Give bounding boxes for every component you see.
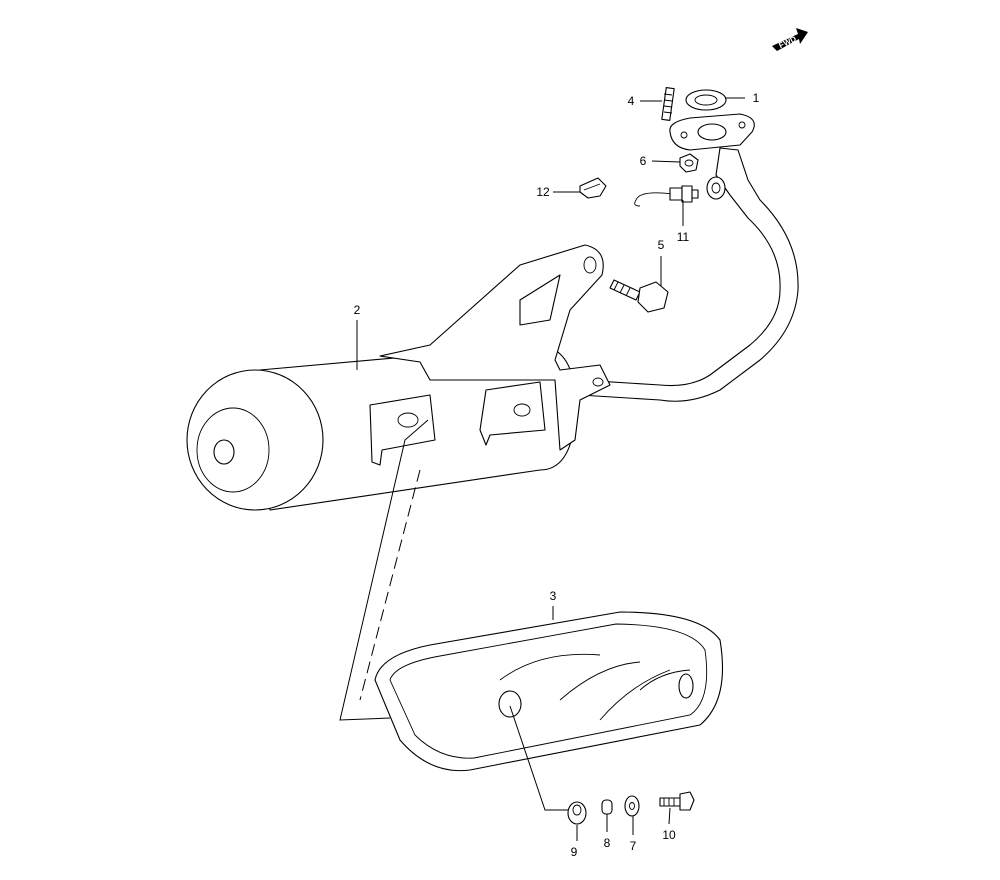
exhaust-pipe bbox=[579, 113, 799, 402]
callout-8: 8 bbox=[604, 836, 611, 850]
fwd-arrow-icon: FWD bbox=[772, 28, 808, 51]
fwd-label: FWD bbox=[777, 34, 798, 50]
callout-2: 2 bbox=[354, 303, 361, 317]
callout-5: 5 bbox=[658, 238, 665, 252]
callout-3: 3 bbox=[550, 589, 557, 603]
callout-12: 12 bbox=[536, 185, 550, 199]
part-nut bbox=[679, 153, 699, 173]
callout-7: 7 bbox=[630, 839, 637, 853]
callout-11: 11 bbox=[677, 230, 690, 244]
callout-10: 10 bbox=[662, 828, 676, 842]
part-bolt bbox=[609, 279, 669, 313]
part-gasket bbox=[685, 89, 727, 111]
part-clamp bbox=[579, 177, 607, 199]
callout-6: 6 bbox=[640, 154, 647, 168]
part-washer bbox=[624, 795, 640, 817]
callout-9: 9 bbox=[571, 845, 578, 859]
part-screw bbox=[659, 791, 695, 811]
part-sensor bbox=[634, 185, 699, 207]
part-grommet bbox=[567, 801, 587, 825]
part-collar bbox=[601, 799, 613, 815]
part-heat-shield bbox=[374, 611, 723, 811]
leader-lines bbox=[356, 97, 745, 841]
part-muffler bbox=[186, 244, 611, 721]
callout-1: 1 bbox=[753, 91, 760, 105]
part-stud bbox=[661, 87, 675, 121]
callout-4: 4 bbox=[628, 94, 635, 108]
